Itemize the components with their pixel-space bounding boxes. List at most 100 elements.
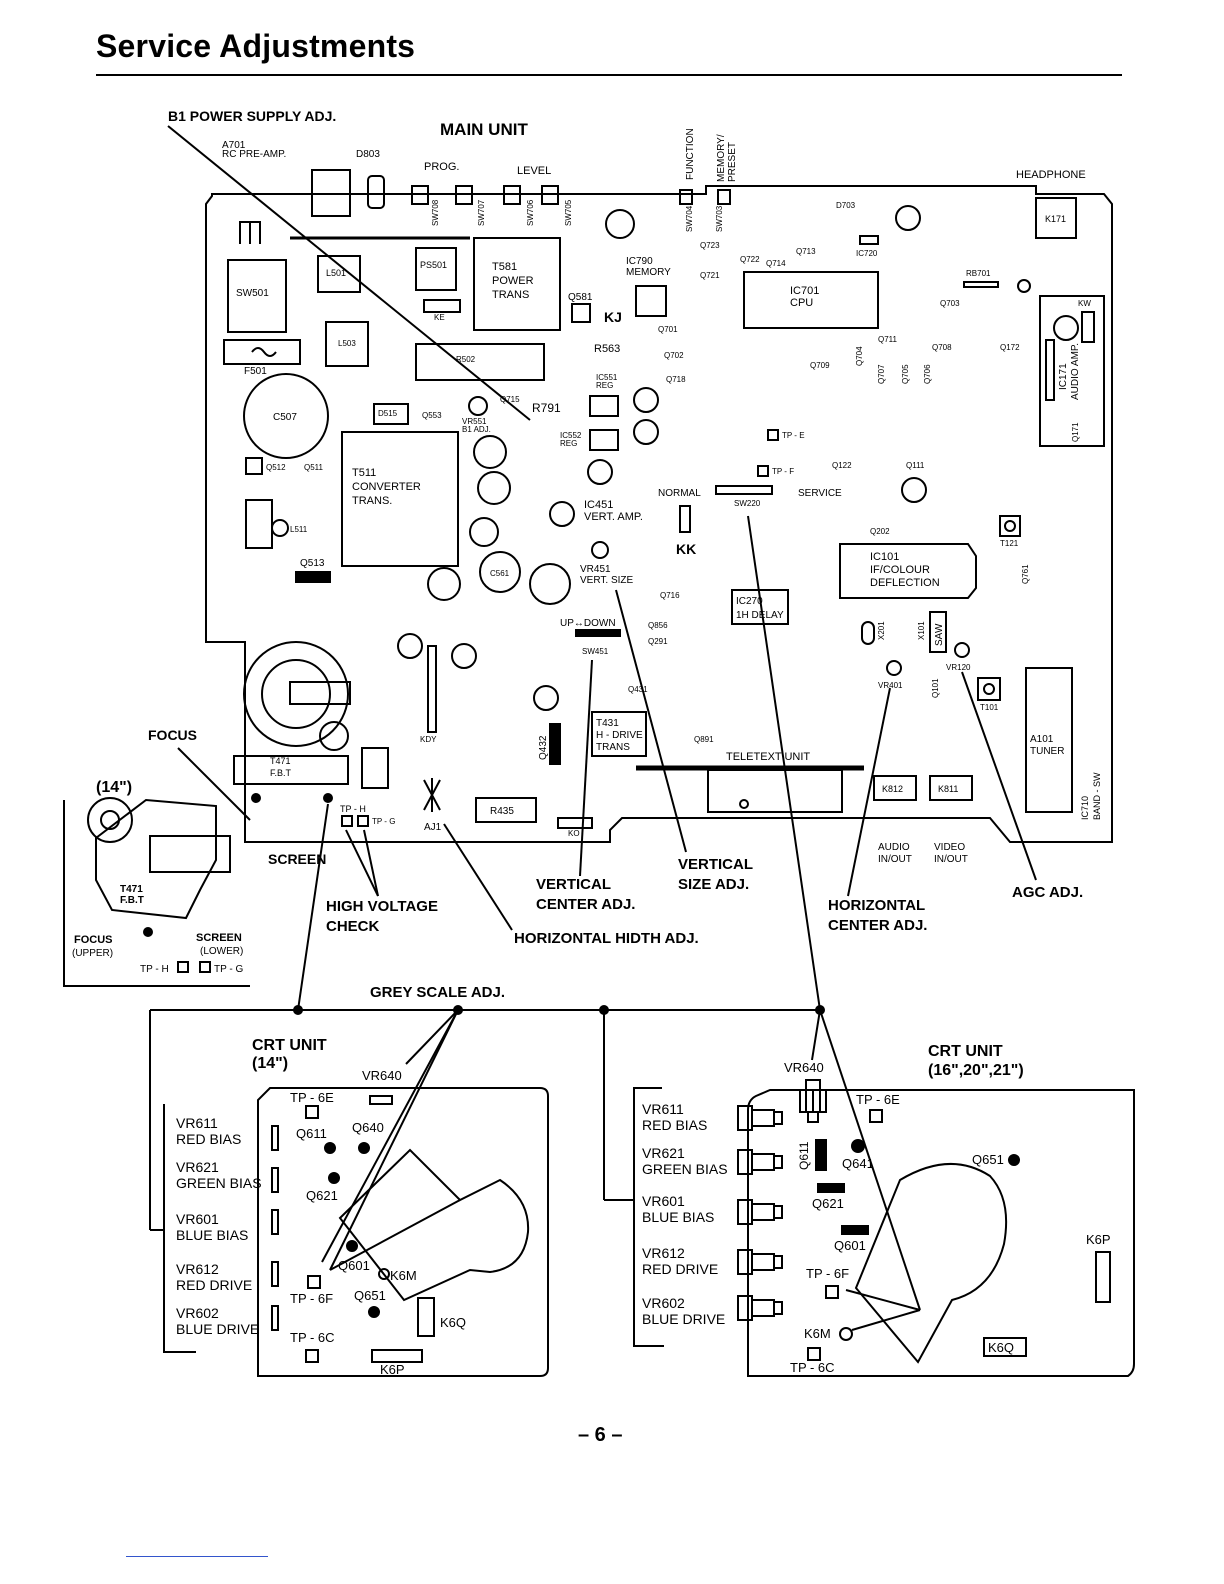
crtl-tp6f[interactable] <box>825 1285 839 1299</box>
t511-block <box>341 431 459 567</box>
crtl-neck <box>854 1162 1008 1364</box>
ic790-label: IC790 <box>626 256 653 267</box>
crt14-tp6e[interactable] <box>305 1105 319 1119</box>
ic551-block <box>589 395 619 417</box>
q122-label: Q122 <box>832 461 852 470</box>
inset-tp-g-label: TP - G <box>214 964 243 975</box>
grey-to-vr640-large <box>811 1009 821 1061</box>
inset-tp-g-point[interactable] <box>199 961 211 973</box>
screen-screw[interactable] <box>323 793 333 803</box>
a701-desc: RC PRE-AMP. <box>222 149 286 160</box>
vr551-desc: B1 ADJ. <box>462 425 491 434</box>
crt14-tp6f[interactable] <box>307 1275 321 1289</box>
c561-label: C561 <box>490 569 510 578</box>
inset-focus-screw[interactable] <box>143 927 153 937</box>
crt14-vr612-knob[interactable] <box>271 1261 279 1287</box>
crt14-vr611-knob[interactable] <box>271 1125 279 1151</box>
grey-scale-label: GREY SCALE ADJ. <box>370 984 505 1001</box>
a101-desc: TUNER <box>1030 746 1064 757</box>
main-unit-title: MAIN UNIT <box>440 120 528 139</box>
junction-1 <box>293 1005 303 1015</box>
capacitor-c3 <box>473 435 507 469</box>
k812-label: K812 <box>882 784 903 794</box>
band-sw-label: BAND - SW <box>1092 772 1102 820</box>
capacitor-mid <box>427 567 461 601</box>
crt14-vr602-knob[interactable] <box>271 1305 279 1331</box>
crtl-vr612-body <box>751 1253 775 1271</box>
crtl-tp6c[interactable] <box>807 1347 821 1361</box>
crt14-vr621-knob[interactable] <box>271 1167 279 1193</box>
vr451-pot[interactable] <box>591 541 609 559</box>
capacitor-c6 <box>587 459 613 485</box>
sw708-label: SW708 <box>431 199 440 226</box>
sw451-switch[interactable] <box>575 629 621 637</box>
main-board-outline <box>205 185 1113 843</box>
q721-label: Q721 <box>700 271 720 280</box>
crtl-vr612-id: VR612 <box>642 1245 685 1261</box>
crt14-tp6c[interactable] <box>305 1349 319 1363</box>
capacitor-c5 <box>469 517 499 547</box>
t121-coil <box>999 515 1021 537</box>
vr551-pot[interactable] <box>468 396 488 416</box>
sw708-switch[interactable] <box>411 185 429 205</box>
vr120-pot[interactable] <box>954 642 970 658</box>
crt14-vr601-knob[interactable] <box>271 1209 279 1235</box>
sw704-switch[interactable] <box>679 189 693 205</box>
q581-block <box>571 303 591 323</box>
crt14-vr611-name: RED BIAS <box>176 1131 241 1147</box>
q891-label: Q891 <box>694 735 714 744</box>
crtl-vr601-knob[interactable] <box>737 1199 753 1225</box>
inset-tp-h-point[interactable] <box>177 961 189 973</box>
crtl-q621 <box>817 1183 845 1193</box>
vr401-pot[interactable] <box>886 660 902 676</box>
sw706-switch[interactable] <box>503 185 521 205</box>
crtl-k6q <box>983 1337 1027 1357</box>
crtl-vr621-knob[interactable] <box>737 1149 753 1175</box>
crtl-vr621-tip <box>773 1155 783 1169</box>
d803-led <box>367 175 385 209</box>
crtl-vr640-top[interactable] <box>805 1079 821 1091</box>
crtl-tp6e[interactable] <box>869 1109 883 1123</box>
crtl-k6q-label: K6Q <box>988 1340 1014 1355</box>
saw-label: SAW <box>934 623 945 646</box>
fbt-knob[interactable] <box>319 721 349 751</box>
ko-label: KO <box>568 829 580 838</box>
t511-desc-1: CONVERTER <box>352 481 421 493</box>
focus-screw[interactable] <box>251 793 261 803</box>
crtl-q651-label: Q651 <box>972 1152 1004 1167</box>
sw220-switch[interactable] <box>715 485 773 495</box>
tp-e-point[interactable] <box>767 429 779 441</box>
vr401-label: VR401 <box>878 681 903 690</box>
tp-h-point[interactable] <box>341 815 353 827</box>
capacitor-c10 <box>451 643 477 669</box>
sw451-label: SW451 <box>582 647 609 656</box>
sw705-switch[interactable] <box>541 185 559 205</box>
crtl-tp6e-label: TP - 6E <box>856 1092 900 1107</box>
x101-label: X101 <box>917 621 926 640</box>
ic270-desc: 1H DELAY <box>736 610 784 621</box>
l511-label: L511 <box>290 525 308 534</box>
q202-label: Q202 <box>870 527 890 536</box>
sw703-switch[interactable] <box>717 189 731 205</box>
crt14-vr640[interactable] <box>369 1095 393 1105</box>
crt14-arrow-b <box>329 1199 461 1271</box>
crtl-vr612-knob[interactable] <box>737 1249 753 1275</box>
crtl-tp6f-label: TP - 6F <box>806 1266 849 1281</box>
tp-g-point[interactable] <box>357 815 369 827</box>
capacitor-r3 <box>901 477 927 503</box>
q711-label: Q711 <box>878 335 898 344</box>
q171-label: Q171 <box>1071 422 1080 442</box>
capacitor-c7 <box>549 501 575 527</box>
crtl-q611-label: Q611 <box>797 1141 811 1170</box>
ko-connector <box>557 817 593 829</box>
sw707-switch[interactable] <box>455 185 473 205</box>
tp-f-point[interactable] <box>757 465 769 477</box>
crtl-vr602-knob[interactable] <box>737 1295 753 1321</box>
crt14-k6q <box>417 1297 435 1337</box>
inset-upper-label: (UPPER) <box>72 948 113 959</box>
t101-label: T101 <box>980 703 999 712</box>
function-label: FUNCTION <box>685 128 696 180</box>
sw220-label: SW220 <box>734 499 761 508</box>
crtl-vr611-knob[interactable] <box>737 1105 753 1131</box>
audio-io-label-1: AUDIO <box>878 842 910 853</box>
